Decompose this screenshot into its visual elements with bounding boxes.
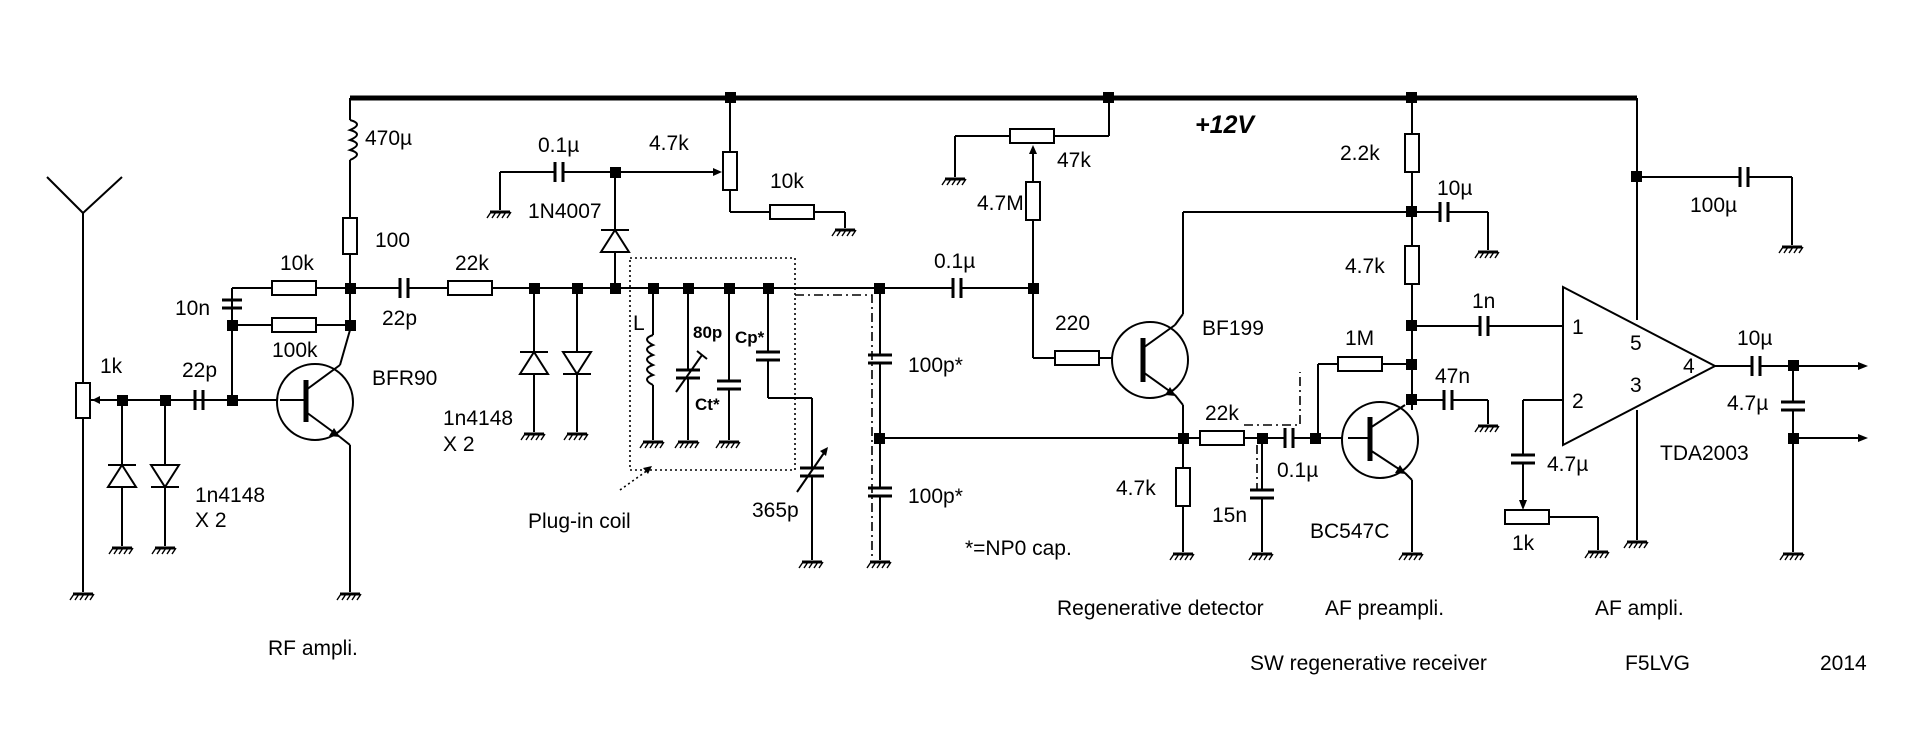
label-pin3: 3 <box>1630 374 1642 397</box>
label-r-1k-in: 1k <box>100 355 123 378</box>
label-r-22k-a: 22k <box>455 252 489 275</box>
label-x2-b: X 2 <box>443 433 475 456</box>
label-x2-a: X 2 <box>195 509 227 532</box>
label-r-47m: 4.7M <box>977 192 1024 215</box>
plug-in-coil <box>619 257 828 570</box>
label-c-10u-b: 10µ <box>1737 327 1772 350</box>
label-pin2: 2 <box>1572 390 1584 413</box>
label-c-01u-a: 0.1µ <box>538 134 579 157</box>
section-af-preampli: AF preampli. <box>1325 597 1444 620</box>
label-c-100p-b: 100p* <box>908 485 963 508</box>
label-p-1k: 1k <box>1512 532 1535 555</box>
label-r-22k-c: 2.2k <box>1340 142 1380 165</box>
supply-voltage-label: +12V <box>1195 111 1256 139</box>
label-coil-l: L <box>633 312 645 335</box>
label-q-bf199: BF199 <box>1202 317 1264 340</box>
label-d-1n4007: 1N4007 <box>528 200 602 223</box>
antenna <box>46 176 280 602</box>
label-c-365p: 365p <box>752 499 799 522</box>
label-r-100: 100 <box>375 229 410 252</box>
component-labels: 470µ 100 10k 10n 100k 1k 22p 1n4148 X 2 … <box>100 127 1772 555</box>
label-c-22p-a: 22p <box>182 359 217 382</box>
label-c-15n: 15n <box>1212 504 1247 527</box>
label-c-100u: 100µ <box>1690 194 1737 217</box>
section-rf-ampli: RF ampli. <box>268 637 358 660</box>
label-q-bc547c: BC547C <box>1310 520 1389 543</box>
label-r-10k-a: 10k <box>280 252 314 275</box>
label-q-bfr90: BFR90 <box>372 367 437 390</box>
label-470u: 470µ <box>365 127 412 150</box>
section-af-ampli: AF ampli. <box>1595 597 1684 620</box>
label-c-10n: 10n <box>175 297 210 320</box>
label-c-1n: 1n <box>1472 290 1495 313</box>
tank-capacitors <box>795 278 1183 570</box>
label-c-22p-b: 22p <box>382 307 417 330</box>
label-d-1n4148-a: 1n4148 <box>195 484 265 507</box>
label-c-10u-a: 10µ <box>1437 177 1472 200</box>
rf-amplifier <box>222 98 363 602</box>
af-amplifier <box>1504 98 1868 562</box>
label-r-47k-b: 4.7k <box>1116 477 1156 500</box>
label-c-ct: Ct* <box>695 395 720 414</box>
label-r-100k: 100k <box>272 339 318 362</box>
label-ic-tda2003: TDA2003 <box>1660 442 1749 465</box>
label-c-100p-a: 100p* <box>908 354 963 377</box>
label-c-01u-c: 0.1µ <box>1277 459 1318 482</box>
section-regenerative-detector: Regenerative detector <box>1057 597 1264 620</box>
plug-in-coil-label: Plug-in coil <box>528 510 631 533</box>
label-r-22k-b: 22k <box>1205 402 1239 425</box>
label-r-220: 220 <box>1055 312 1090 335</box>
label-c-47u: 4.7µ <box>1547 453 1588 476</box>
label-r-47k-c: 4.7k <box>1345 255 1385 278</box>
diagram-year: 2014 <box>1820 652 1867 675</box>
diagram-title: SW regenerative receiver <box>1250 652 1487 675</box>
label-pin1: 1 <box>1572 316 1584 339</box>
label-r-1m: 1M <box>1345 327 1374 350</box>
label-p-47k: 47k <box>1057 149 1091 172</box>
label-pin4: 4 <box>1683 355 1695 378</box>
np0-note: *=NP0 cap. <box>965 537 1072 560</box>
label-c-47n: 47n <box>1435 365 1470 388</box>
label-c-80p: 80p <box>693 323 722 342</box>
label-r-47k-a: 4.7k <box>649 132 689 155</box>
regenerative-detector <box>940 98 1412 562</box>
af-preamp <box>1317 98 1563 562</box>
label-d-1n4148-b: 1n4148 <box>443 407 513 430</box>
label-c-47u-b: 4.7µ <box>1727 392 1768 415</box>
supply-rail <box>350 92 1637 103</box>
diagram-author: F5LVG <box>1625 652 1690 675</box>
label-c-cp: Cp* <box>735 328 765 347</box>
label-pin5: 5 <box>1630 332 1642 355</box>
label-r-10k-b: 10k <box>770 170 804 193</box>
bias-network <box>485 98 858 288</box>
header-labels: +12V *=NP0 cap. Plug-in coil RF ampli. R… <box>268 111 1867 675</box>
label-c-01u-b: 0.1µ <box>934 250 975 273</box>
